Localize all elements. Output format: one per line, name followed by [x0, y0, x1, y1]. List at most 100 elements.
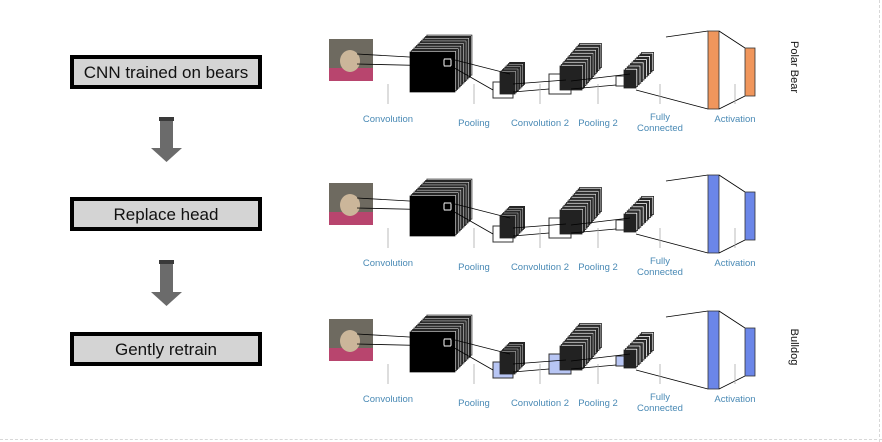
proj-line	[450, 58, 511, 75]
layer-label-line: Connected	[637, 267, 683, 278]
step-box	[74, 201, 258, 227]
photo-flowers	[329, 212, 373, 225]
step-label: CNN trained on bears	[84, 63, 248, 82]
layer-label-line: Pooling 2	[578, 262, 618, 273]
fc-edge	[665, 310, 709, 318]
layer-label: Pooling	[458, 262, 490, 273]
feature-map	[559, 345, 583, 371]
kernel-window	[443, 338, 452, 347]
bulldog-photo-icon	[329, 183, 373, 225]
proj-line	[570, 353, 631, 362]
pool1-stack	[499, 205, 526, 239]
fc-edge	[718, 239, 746, 254]
fc-layer	[707, 30, 720, 110]
step-label: Gently retrain	[115, 340, 217, 359]
proj-line	[570, 228, 617, 234]
fc-layer	[707, 174, 720, 254]
layer-label: Convolution	[363, 114, 413, 125]
proj-line	[512, 88, 550, 93]
proj-line	[356, 333, 445, 340]
arrow-shaft	[160, 264, 173, 292]
photo-flowers	[329, 68, 373, 81]
photo-flowers	[329, 348, 373, 361]
layer-label-line: Fully	[650, 256, 670, 267]
layer-label-line: Convolution	[363, 114, 413, 125]
layer-label: Convolution	[363, 394, 413, 405]
photo-dog	[340, 50, 360, 72]
fc-edge	[635, 89, 709, 110]
layer-label-line: Pooling	[458, 398, 490, 409]
layer-label: Convolution	[363, 258, 413, 269]
proj-line	[570, 364, 617, 370]
conv2-stack	[559, 187, 602, 235]
layer-label: Pooling	[458, 118, 490, 129]
feature-map	[499, 215, 516, 239]
layer-label-line: Convolution 2	[511, 398, 569, 409]
right-divider	[879, 0, 880, 442]
proj-line	[512, 359, 567, 365]
layer-label: Activation	[714, 394, 755, 405]
proj-line	[570, 73, 631, 82]
output-label: Polar Bear	[788, 41, 800, 93]
feature-map	[499, 71, 516, 95]
cnn-row-3: Convolution Pooling Convolution 2 Pooling 2…	[329, 310, 800, 414]
layer-label-line: Activation	[714, 394, 755, 405]
layer-label: Pooling	[458, 398, 490, 409]
output-label: Bulldog	[788, 329, 800, 366]
kernel-window	[443, 58, 452, 67]
proj-line	[450, 209, 494, 235]
layer-label-line: Connected	[637, 403, 683, 414]
feature-map	[559, 65, 583, 91]
fc-layer	[707, 310, 720, 390]
layer-label: Convolution 2	[511, 398, 569, 409]
layer-label-line: Pooling	[458, 262, 490, 273]
proj-line	[356, 53, 445, 60]
feature-map	[623, 213, 637, 233]
layer-label-line: Convolution 2	[511, 118, 569, 129]
fc-edge	[718, 174, 746, 193]
layer-label-line: Connected	[637, 123, 683, 134]
step-box	[74, 336, 258, 362]
fc-edge	[718, 95, 746, 110]
proj-line	[450, 65, 494, 91]
layer-label-line: Fully	[650, 392, 670, 403]
pool1-stack	[499, 341, 526, 375]
conv2-stack	[559, 323, 602, 371]
proj-line	[512, 368, 550, 373]
down-arrow-icon	[151, 117, 182, 162]
photo-dog	[340, 194, 360, 216]
layer-label: Pooling 2	[578, 262, 618, 273]
bulldog-photo-icon	[329, 319, 373, 361]
fc-edge	[718, 30, 746, 49]
conv2-stack	[559, 43, 602, 91]
proj-line	[356, 207, 445, 211]
layer-label-line: Pooling 2	[578, 398, 618, 409]
proj-line	[356, 63, 445, 67]
proj-line	[570, 217, 631, 226]
fc-edge	[718, 375, 746, 390]
layer-label-line: Convolution	[363, 394, 413, 405]
bulldog-photo-icon	[329, 39, 373, 81]
layer-label: Convolution 2	[511, 118, 569, 129]
arrow-cap	[159, 117, 174, 121]
proj-line	[450, 338, 511, 355]
fc-edge	[635, 369, 709, 390]
proj-line	[356, 343, 445, 347]
activation-layer	[744, 327, 756, 377]
proj-line	[512, 223, 567, 229]
layer-label-line: Pooling	[458, 118, 490, 129]
proj-line	[450, 345, 494, 371]
photo-dog	[340, 330, 360, 352]
layer-label-line: Convolution	[363, 258, 413, 269]
feature-map	[559, 209, 583, 235]
proj-line	[512, 232, 550, 237]
proj-line	[512, 79, 567, 85]
layer-label: Activation	[714, 114, 755, 125]
pool2-stack	[623, 195, 654, 233]
layer-label-line: Activation	[714, 258, 755, 269]
